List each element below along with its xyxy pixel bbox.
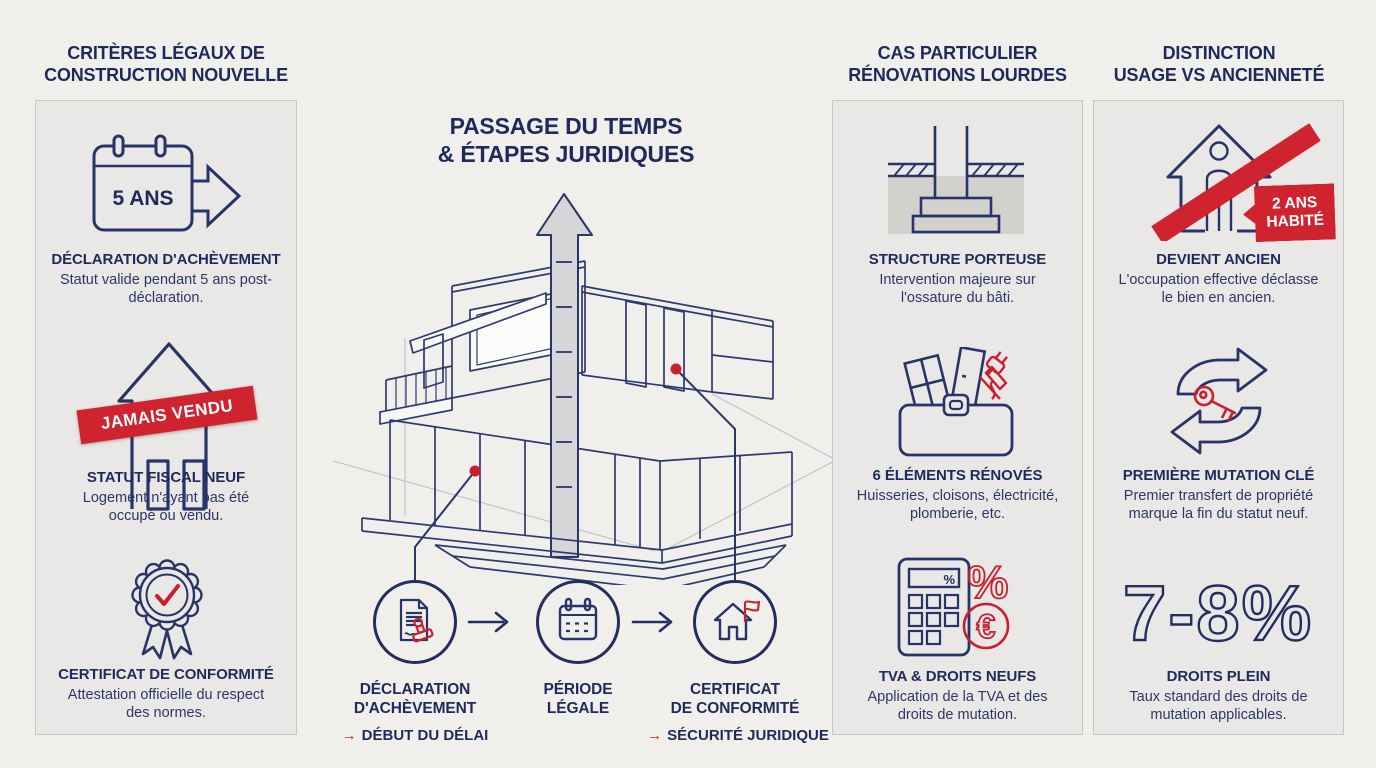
item-title: CERTIFICAT DE CONFORMITÉ	[58, 666, 274, 683]
calendar-badge-label: 5 ANS	[112, 187, 173, 210]
header-line: RÉNOVATIONS LOURDES	[848, 65, 1067, 85]
euro-circle	[962, 602, 1010, 650]
plug-and-tools-icon	[979, 351, 1008, 400]
time-arrow	[536, 193, 593, 558]
right-arrow-icon	[467, 611, 509, 633]
label-line: DE CONFORMITÉ	[670, 700, 800, 717]
step-certificate-note: →SÉCURITÉ JURIDIQUE	[618, 727, 858, 744]
red-arrow-glyph: →	[341, 727, 357, 744]
label-line: PÉRIODE	[543, 681, 613, 698]
house-flag-icon	[713, 600, 761, 641]
red-percent-symbol: %	[968, 557, 1009, 608]
title-line: PASSAGE DU TEMPS	[449, 113, 683, 139]
badge-line: HABITÉ	[1266, 211, 1325, 231]
item-desc: Premier transfert de propriété marque la…	[1123, 488, 1314, 522]
item-desc: Taux standard des droits de mutation app…	[1129, 689, 1308, 723]
item-title: DEVIENT ANCIEN	[1156, 251, 1281, 268]
red-arrow-glyph: →	[647, 727, 663, 744]
item-desc: Application de la TVA et des droits de m…	[867, 689, 1048, 723]
wireframe-house-time-arrow-illustration	[332, 193, 839, 585]
item-desc: Huisseries, cloisons, électricité, plomb…	[856, 488, 1059, 522]
item-title: DROITS PLEIN	[1166, 668, 1271, 685]
red-slash	[1151, 123, 1321, 241]
renovation-toolbox-icon	[898, 347, 1014, 457]
load-bearing-structure-icon	[888, 126, 1024, 234]
header-line: USAGE VS ANCIENNETÉ	[1113, 65, 1325, 85]
label-line: DÉCLARATION	[359, 681, 471, 698]
step-declaration-label: DÉCLARATION D'ACHÈVEMENT	[315, 680, 515, 718]
house-occupied-crossed-icon	[1151, 123, 1321, 241]
note-text: SÉCURITÉ JURIDIQUE	[667, 727, 829, 744]
item-title: STATUT FISCAL NEUF	[86, 469, 246, 486]
two-years-occupied-badge: 2 ANS HABITÉ	[1242, 183, 1336, 242]
header-line: DISTINCTION	[1162, 43, 1276, 63]
center-title: PASSAGE DU TEMPS & ÉTAPES JURIDIQUES	[336, 112, 796, 168]
step-declaration-note: →DÉBUT DU DÉLAI	[295, 727, 535, 744]
vat-calculator-icon: % % €	[897, 557, 1010, 657]
distinction-card: 2 ANS HABITÉ DEVIENT ANCIEN L'occupation…	[1093, 100, 1344, 735]
time-arrow-ticks	[556, 261, 572, 488]
legal-criteria-header: CRITÈRES LÉGAUX DE CONSTRUCTION NOUVELLE	[20, 42, 312, 86]
item-desc: L'occupation effective déclasse le bien …	[1118, 272, 1319, 306]
step-certificate-label: CERTIFICAT DE CONFORMITÉ	[635, 680, 835, 718]
item-title: STRUCTURE PORTEUSE	[868, 251, 1047, 268]
calendar-5-years-arrow-icon: 5 ANS	[92, 134, 242, 232]
callout-lines	[414, 363, 736, 580]
item-title: TVA & DROITS NEUFS	[878, 668, 1037, 685]
distinction-header: DISTINCTION USAGE VS ANCIENNETÉ	[1085, 42, 1353, 86]
item-title: PREMIÈRE MUTATION CLÉ	[1122, 467, 1315, 484]
callout-dot	[469, 465, 481, 477]
label-line: CERTIFICAT	[690, 681, 780, 698]
checkmark-icon	[155, 584, 180, 606]
title-line: & ÉTAPES JURIDIQUES	[437, 141, 695, 167]
red-flag-icon	[743, 600, 761, 622]
ownership-transfer-cycle-icon	[1170, 347, 1268, 455]
item-desc: Logement n'ayant pas été occupé ou vendu…	[82, 490, 250, 524]
item-title: DÉCLARATION D'ACHÈVEMENT	[51, 251, 281, 268]
item-desc: Intervention majeure sur l'ossature du b…	[879, 272, 1036, 306]
calendar-icon	[558, 597, 598, 641]
item-desc: Attestation officielle du respect des no…	[67, 687, 265, 721]
key-icon	[1193, 385, 1237, 422]
label-line: LÉGALE	[546, 700, 610, 717]
renovations-card: STRUCTURE PORTEUSE Intervention majeure …	[832, 100, 1083, 735]
renovations-header: CAS PARTICULIER RÉNOVATIONS LOURDES	[820, 42, 1095, 86]
step-period-label: PÉRIODE LÉGALE	[478, 680, 678, 718]
transfer-tax-rate: 7-8%	[1122, 568, 1313, 658]
step-certificate-circle	[693, 580, 777, 664]
step-declaration-circle	[373, 580, 457, 664]
legal-criteria-card: 5 ANS DÉCLARATION D'ACHÈVEMENT Statut va…	[35, 100, 297, 735]
conformity-medal-icon	[131, 559, 203, 660]
stamped-document-icon	[399, 598, 434, 643]
item-title: 6 ÉLÉMENTS RÉNOVÉS	[872, 467, 1043, 484]
header-line: CAS PARTICULIER	[877, 43, 1038, 63]
step-period-circle	[536, 580, 620, 664]
header-line: CONSTRUCTION NOUVELLE	[44, 65, 288, 85]
right-arrow-icon	[631, 611, 673, 633]
label-line: D'ACHÈVEMENT	[353, 700, 477, 717]
note-text: DÉBUT DU DÉLAI	[361, 727, 489, 744]
callout-dot	[670, 363, 682, 375]
header-line: CRITÈRES LÉGAUX DE	[67, 43, 265, 63]
rate-text: 7-8%	[1123, 569, 1313, 657]
euro-symbol: €	[977, 608, 996, 646]
item-desc: Statut valide pendant 5 ans post-déclara…	[59, 272, 272, 306]
calc-display-percent: %	[943, 572, 955, 587]
